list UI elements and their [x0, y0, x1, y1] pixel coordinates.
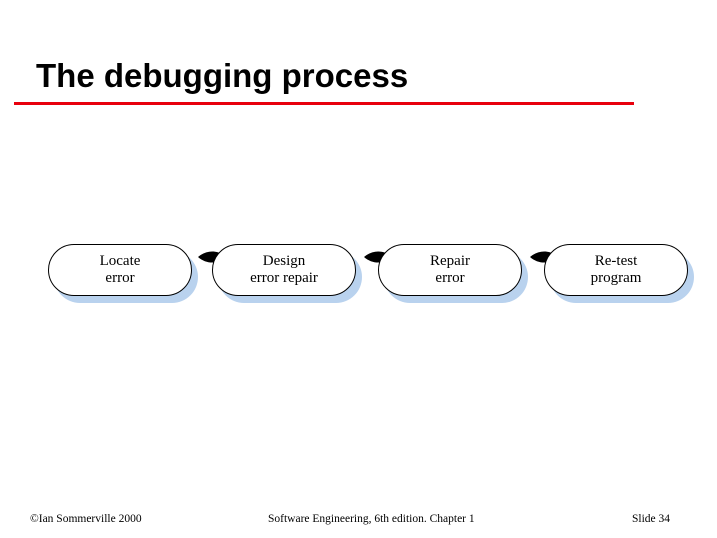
node-body: Design error repair — [212, 244, 356, 296]
node-label-line1: Locate — [99, 253, 141, 269]
footer-copyright: ©Ian Sommerville 2000 — [30, 513, 142, 525]
flow-node-locate-error: Locate error — [48, 244, 198, 303]
debugging-process-flow-diagram: Locate error Design error repair Repair … — [0, 230, 717, 310]
flow-node-design-error-repair: Design error repair — [212, 244, 362, 303]
title-underline-rule — [14, 102, 634, 105]
node-body: Repair error — [378, 244, 522, 296]
node-body: Locate error — [48, 244, 192, 296]
node-label-line2: error — [105, 270, 135, 286]
node-label-line2: error repair — [250, 270, 318, 286]
node-label-line1: Design — [262, 253, 306, 269]
footer-slide-number: Slide 34 — [632, 513, 671, 525]
flow-node-retest-program: Re-test program — [544, 244, 694, 303]
node-label-line2: error — [435, 270, 465, 286]
node-label-line2: program — [590, 270, 642, 286]
footer-book-reference: Software Engineering, 6th edition. Chapt… — [268, 513, 475, 525]
node-body: Re-test program — [544, 244, 688, 296]
page-title: The debugging process — [36, 57, 409, 94]
flow-node-repair-error: Repair error — [378, 244, 528, 303]
footer-divider — [0, 498, 717, 499]
node-label-line1: Re-test — [594, 253, 638, 269]
node-label-line1: Repair — [430, 253, 470, 269]
